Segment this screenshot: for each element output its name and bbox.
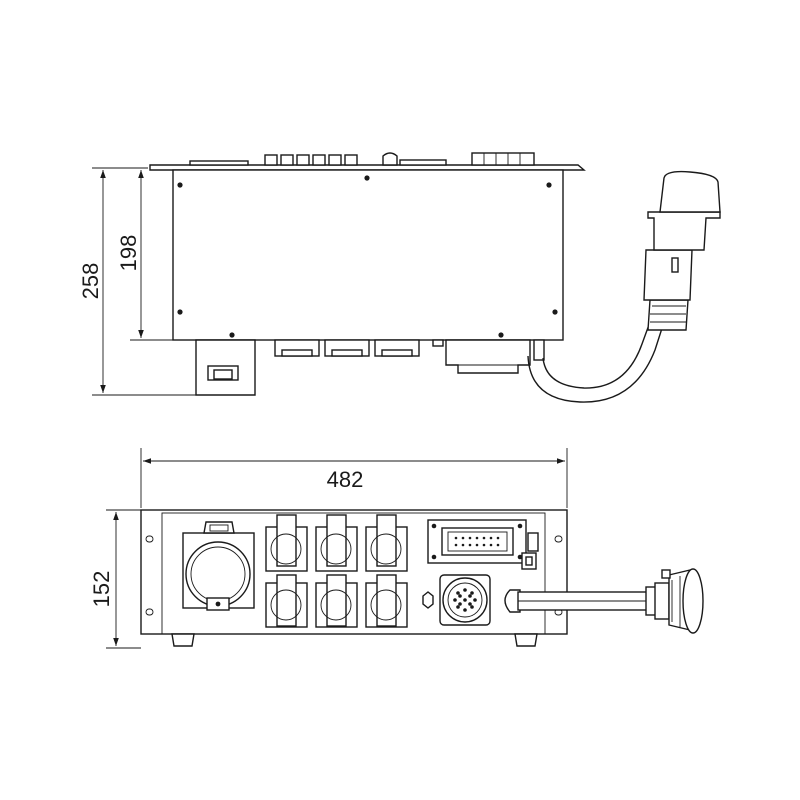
side-multipin-housing (445, 339, 545, 374)
dim-width-label: 482 (327, 467, 364, 492)
side-view: 258 198 (78, 152, 721, 403)
side-bottom-socket (195, 339, 256, 396)
dim-total-height-label: 258 (78, 263, 103, 300)
dim-front-height-label: 152 (89, 571, 114, 608)
side-top-connector (189, 160, 249, 166)
dim-total-height: 258 (78, 167, 196, 396)
front-schuko-sockets (265, 514, 408, 628)
side-top-knob (382, 152, 398, 166)
front-inner-body (161, 512, 546, 635)
schuko-socket (365, 574, 408, 628)
schuko-socket (315, 574, 358, 628)
front-foot-left (171, 633, 195, 647)
schuko-socket (315, 514, 358, 572)
schuko-socket (265, 514, 308, 572)
front-view: 482 152 (89, 448, 704, 649)
front-cee-plug (645, 568, 704, 634)
front-foot-right (514, 633, 538, 647)
dim-front-height: 152 (89, 509, 141, 649)
dim-body-height: 198 (116, 170, 173, 341)
schuko-socket (365, 514, 408, 572)
side-top-right-connector (471, 152, 535, 166)
front-circular-multipin (439, 574, 491, 626)
side-body (172, 169, 564, 341)
side-body-screws (177, 175, 558, 338)
side-top-socket (399, 159, 447, 166)
front-cee-socket (182, 521, 255, 611)
dim-body-height-label: 198 (116, 235, 141, 272)
side-cee-plug (643, 170, 721, 331)
front-multipin-connector (427, 519, 539, 570)
side-top-connector-row (264, 154, 358, 166)
side-cable-outer (527, 321, 665, 403)
front-hex-nut (422, 591, 434, 609)
front-cable (504, 589, 649, 613)
side-top-plate (149, 164, 586, 171)
dim-width: 482 (140, 448, 568, 508)
schuko-socket (265, 574, 308, 628)
rack-ears-holes (145, 535, 563, 616)
side-cable-inner (542, 321, 651, 389)
side-bottom-connectors (274, 339, 444, 357)
